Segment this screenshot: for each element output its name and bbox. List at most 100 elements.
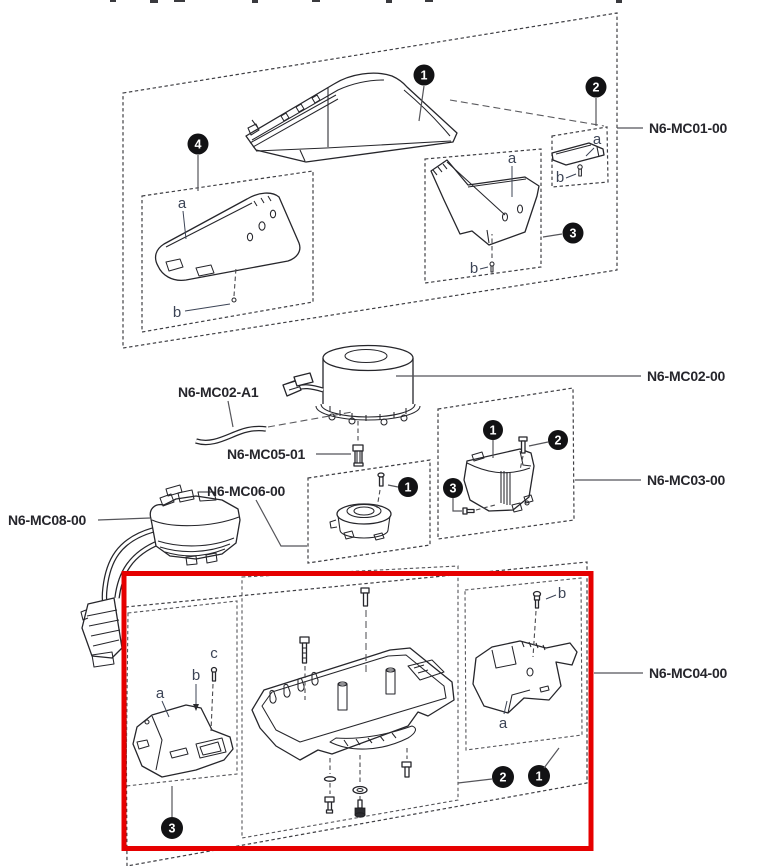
ref-letter-a-part2: a (593, 131, 602, 148)
part-top-cover-drawing (245, 72, 458, 163)
svg-text:3: 3 (570, 227, 577, 241)
ref-letter-b-mc04-3: b (192, 667, 200, 684)
part-label-mc04: N6-MC04-00 (649, 665, 728, 681)
part-label-mc03: N6-MC03-00 (647, 472, 726, 488)
part-motor-drawing (282, 344, 421, 426)
ref-a-mc04-3-line (161, 700, 170, 718)
ref-a-mc04-1-line (503, 700, 508, 715)
svg-text:2: 2 (555, 434, 562, 448)
callout-3-mc03-leader (452, 498, 462, 512)
ref-b-part4-line (184, 303, 231, 312)
part-grommet-drawing (329, 503, 392, 541)
svg-text:3: 3 (450, 482, 457, 496)
callout-2-mc03-leader (528, 441, 549, 447)
part-label-mc05: N6-MC05-01 (227, 446, 306, 462)
leader-mc08 (97, 517, 151, 521)
sub-box-mc04-part3 (125, 600, 238, 787)
part-mc04-left-cover-drawing (132, 704, 234, 778)
sub-box-mc04-part2 (241, 565, 459, 839)
callout-1-top: 1 (413, 64, 435, 86)
part-label-mc08: N6-MC08-00 (8, 512, 87, 528)
part-label-mc02: N6-MC02-00 (647, 368, 726, 384)
svg-text:3: 3 (169, 822, 176, 836)
part-bracket-drawing (430, 159, 540, 246)
ref-letter-b-part3: b (470, 260, 478, 277)
ref-letter-c-mc04-3: c (210, 645, 218, 662)
callout-2-top: 2 (585, 76, 607, 98)
callout-4-top: 4 (187, 133, 209, 155)
screw-part3-stem (490, 265, 494, 273)
callout-3-mc03: 3 (443, 478, 463, 498)
screw-part3 (489, 261, 495, 267)
svg-text:1: 1 (490, 424, 497, 438)
callout-1-mc04: 1 (528, 765, 550, 787)
highlight-box-mc04 (121, 571, 594, 851)
ref-letter-b-mc04-1: b (558, 585, 566, 602)
ref-b-part3-line (479, 266, 489, 270)
callout-1-mc03: 1 (483, 420, 503, 440)
svg-text:2: 2 (500, 771, 507, 785)
callout-1-mc04-leader (543, 747, 560, 769)
screw-mc03-2 (518, 436, 528, 454)
ref-letter-b-part4: b (173, 304, 181, 321)
ref-a-part4-line (182, 210, 187, 240)
screw-mc03-3 (462, 507, 475, 515)
screw-mc03-3-axis (475, 504, 496, 511)
ref-b-mc04-1-line (545, 594, 557, 600)
callout-1-mc06: 1 (398, 477, 418, 497)
callout-3-top: 3 (562, 222, 584, 244)
callout-2-mc03: 2 (548, 430, 568, 450)
part-label-mc06: N6-MC06-00 (207, 483, 286, 499)
phantom-line-cover-to-part2 (449, 99, 605, 127)
phantom-cable-to-motor (267, 411, 353, 428)
screw-mc03-2-axis (519, 455, 524, 471)
svg-text:4: 4 (195, 138, 202, 152)
ref-letter-a-mc04-3: a (156, 685, 165, 702)
callout-1-mc06-leader (387, 484, 399, 488)
leader-mc02-a1 (227, 400, 234, 428)
screw-mc04-bottom1 (324, 796, 335, 814)
group-box-mc03 (437, 387, 575, 540)
ref-b-mc04-3-arrowhead (193, 704, 199, 711)
screw-part4-axis (233, 267, 237, 297)
part-mc04-tray-drawing (251, 647, 455, 761)
ref-letter-b-part2: b (556, 169, 564, 186)
screw-mc04-long (299, 636, 310, 664)
callout-2-mc04-leader (457, 778, 493, 784)
sub-box-mc01-part2 (551, 126, 609, 188)
svg-text:2: 2 (593, 81, 600, 95)
part-screw-mc05-drawing (352, 444, 364, 467)
sub-box-mc01-part4 (141, 170, 314, 333)
group-box-mc01 (122, 12, 618, 349)
screw-mc04-c-axis (210, 683, 214, 732)
svg-text:1: 1 (536, 770, 543, 784)
ref-letter-a-part3: a (508, 150, 517, 167)
ref-letter-a-mc04-1: a (499, 715, 508, 732)
screw-mc04-c (210, 666, 218, 682)
clipped-text-fragments (110, 0, 622, 3)
svg-text:1: 1 (405, 481, 412, 495)
callout-3-top-leader (542, 233, 563, 238)
ref-b-part2-line (565, 173, 577, 179)
leader-mc06 (255, 499, 307, 547)
bolt-mc04-bottom2 (354, 799, 366, 818)
screw-mc04-b-axis (532, 610, 537, 658)
screw-mc06 (377, 472, 385, 487)
callout-2-mc04: 2 (492, 766, 514, 788)
part-cable-drawing (195, 425, 267, 446)
ref-a-part2-line (585, 147, 595, 157)
washer-ring (352, 785, 368, 795)
screw-mc04-top (360, 587, 370, 607)
svg-text:1: 1 (421, 69, 428, 83)
screw-part4 (231, 297, 237, 303)
screw-mc04-b (532, 590, 542, 609)
part-label-mc01: N6-MC01-00 (649, 120, 728, 136)
part-label-mc02-a1: N6-MC02-A1 (178, 384, 259, 400)
part-mc04-corner-drawing (472, 640, 578, 714)
ref-letter-a-part4: a (178, 195, 187, 212)
screw-mc04-bottom3 (401, 761, 412, 778)
callout-1-top-leader (418, 85, 425, 122)
part-strip-drawing (551, 142, 605, 177)
